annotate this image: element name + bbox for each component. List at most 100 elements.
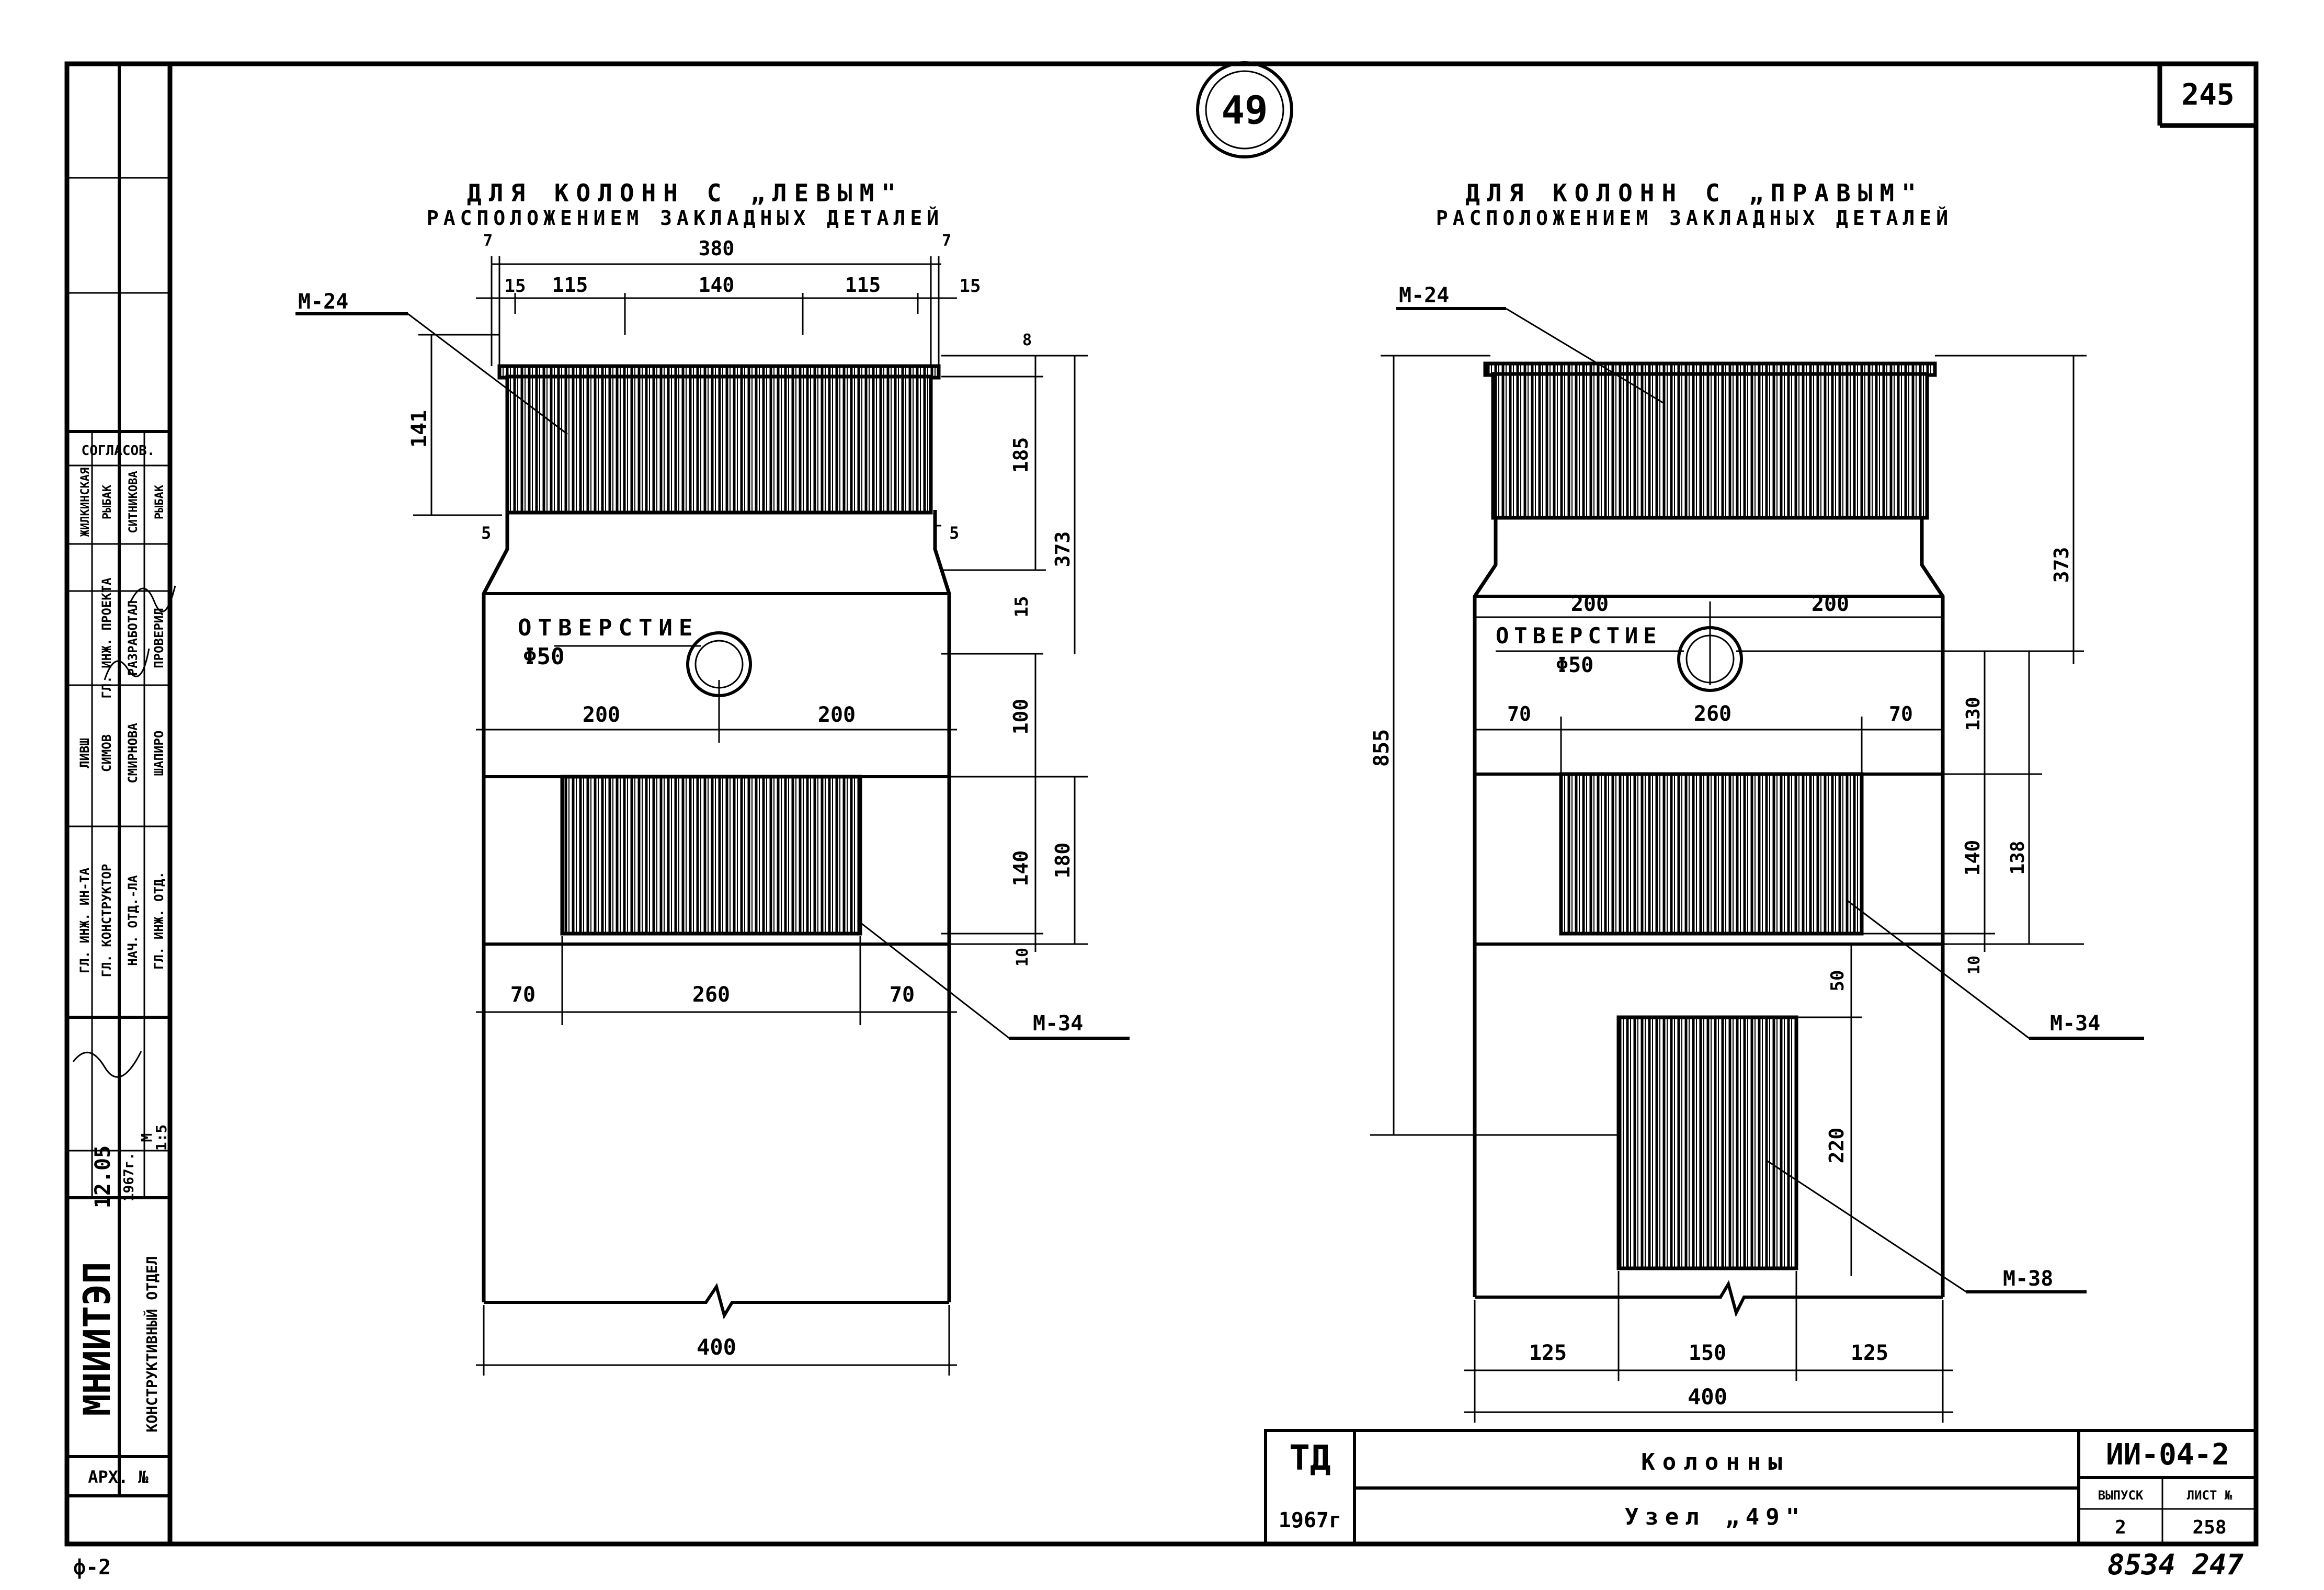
left-dim-7b: 7 xyxy=(942,232,951,250)
left-dim-5b: 5 xyxy=(949,523,959,543)
stamp-name-1: ЛИВШ xyxy=(77,738,92,768)
stamp-name-3: СМИРНОВА xyxy=(126,723,140,783)
left-dim-115a: 115 xyxy=(552,274,588,297)
stamp-name-2: СИМОВ xyxy=(99,734,114,772)
page-number-box: 245 xyxy=(2157,64,2256,128)
right-label-m34: М-34 xyxy=(2050,1012,2100,1036)
stamp-agree-2: РЫБАК xyxy=(101,484,114,519)
stamp-role-3: НАЧ. ОТД.-ЛА xyxy=(126,875,140,966)
left-dim-141: 141 xyxy=(407,410,431,448)
stamp-role-2: ГЛ. КОНСТРУКТОР xyxy=(99,864,114,978)
stamp-role-4: ГЛ. ИНЖ. ОТД. xyxy=(152,871,166,970)
left-hole-dia: Φ50 xyxy=(523,643,564,670)
left-dim-260: 260 xyxy=(692,983,730,1007)
left-top-plate xyxy=(505,374,933,515)
left-title-line2: РАСПОЛОЖЕНИЕМ ЗАКЛАДНЫХ ДЕТАЛЕЙ xyxy=(427,207,943,230)
left-dim-5a: 5 xyxy=(481,523,491,543)
stamp-dept: КОНСТРУКТИВНЫЙ ОТДЕЛ xyxy=(143,1256,161,1432)
right-title-line2: РАСПОЛОЖЕНИЕМ ЗАКЛАДНЫХ ДЕТАЛЕЙ xyxy=(1436,207,1953,230)
stamp-date: 12.05 xyxy=(91,1145,115,1208)
left-view: ДЛЯ КОЛОНН С „ЛЕВЫМ" РАСПОЛОЖЕНИЕМ ЗАКЛА… xyxy=(295,179,1130,1376)
title-name: Колонны xyxy=(1641,1449,1789,1475)
left-dim-185: 185 xyxy=(1009,437,1032,473)
right-dim-125a: 125 xyxy=(1529,1341,1567,1365)
title-sheet-label: ЛИСТ № xyxy=(2187,1488,2232,1503)
right-dim-50: 50 xyxy=(1827,970,1848,992)
left-dim-7a: 7 xyxy=(483,232,493,250)
page-number: 245 xyxy=(2181,78,2234,112)
title-issue-label: ВЫПУСК xyxy=(2098,1488,2144,1503)
left-dim-140: 140 xyxy=(699,274,735,297)
stamp-arch-no: АРХ. № xyxy=(88,1467,149,1487)
node-number-circle: 49 xyxy=(1196,61,1293,158)
right-dim-220: 220 xyxy=(1825,1128,1848,1164)
bottom-left-code: ф-2 xyxy=(73,1555,111,1580)
bottom-right-code: 8534 247 xyxy=(2107,1548,2244,1581)
right-dim-260: 260 xyxy=(1694,702,1731,726)
stamp-scale: 1:5 xyxy=(153,1125,170,1151)
left-dim-115b: 115 xyxy=(845,274,881,297)
left-dim-70a: 70 xyxy=(510,983,536,1007)
title-code: ИИ-04-2 xyxy=(2106,1438,2229,1472)
sheet-frame xyxy=(64,61,2259,1547)
stamp-org: МНИИТЭП xyxy=(76,1262,119,1416)
left-label-m24: М-24 xyxy=(298,290,348,314)
title-node: Узел „49" xyxy=(1625,1504,1806,1530)
right-view: ДЛЯ КОЛОНН С „ПРАВЫМ" РАСПОЛОЖЕНИЕМ ЗАКЛ… xyxy=(1370,179,2144,1423)
stamp-agree-1: ЖИЛКИНСКАЯ xyxy=(79,468,92,537)
left-dim-8: 8 xyxy=(1022,331,1032,349)
stamp-role-6: РАЗРАБОТАЛ xyxy=(126,600,140,676)
left-dim-15: 15 xyxy=(1011,596,1032,618)
side-stamp: МНИИТЭП КОНСТРУКТИВНЫЙ ОТДЕЛ 12.05 1967г… xyxy=(67,64,176,1497)
stamp-agree-3: СИТНИКОВА xyxy=(127,471,140,533)
left-column-outline xyxy=(482,510,951,1302)
left-dim-140v: 140 xyxy=(1009,850,1032,887)
stamp-role-1: ГЛ. ИНЖ. ИН-ТА xyxy=(77,867,92,973)
right-dim-150: 150 xyxy=(1689,1341,1726,1365)
right-label-m38: М-38 xyxy=(2003,1267,2053,1291)
right-label-m24: М-24 xyxy=(1399,283,1449,308)
node-number: 49 xyxy=(1221,88,1268,133)
left-label-m34: М-34 xyxy=(1033,1012,1083,1036)
stamp-signature xyxy=(72,1051,142,1078)
stamp-m: М xyxy=(138,1133,155,1142)
stamp-name-4: ШАПИРО xyxy=(152,731,166,776)
left-hole-label: ОТВЕРСТИЕ xyxy=(518,615,699,641)
right-dim-125b: 125 xyxy=(1851,1341,1888,1365)
right-dim-130: 130 xyxy=(1963,697,1984,731)
right-column-outline xyxy=(1473,518,1945,1297)
left-dim-200b: 200 xyxy=(818,703,856,727)
stamp-name-6: ПРОВЕРИЛ xyxy=(152,608,166,668)
left-title-line1: ДЛЯ КОЛОНН С „ЛЕВЫМ" xyxy=(467,179,903,207)
right-dim-373: 373 xyxy=(2050,547,2073,583)
title-td: ТД xyxy=(1289,1438,1330,1478)
right-mid-plate xyxy=(1559,772,1864,936)
left-dim-200a: 200 xyxy=(583,703,620,727)
right-dim-70b: 70 xyxy=(1889,702,1913,725)
left-dim-400: 400 xyxy=(697,1334,736,1360)
left-mid-plate xyxy=(560,775,862,936)
stamp-agreed: СОГЛАСОВ. xyxy=(82,443,155,459)
right-top-plate xyxy=(1491,372,1929,520)
right-dim-138: 138 xyxy=(2007,841,2029,874)
stamp-year: 1967г. xyxy=(121,1152,137,1201)
left-dim-10: 10 xyxy=(1013,948,1032,967)
right-dim-400: 400 xyxy=(1688,1384,1727,1410)
stamp-agree-4: РЫБАК xyxy=(153,484,166,519)
right-dim-70a: 70 xyxy=(1507,702,1531,725)
left-dim-373: 373 xyxy=(1051,531,1074,567)
right-break-line xyxy=(1475,1280,1943,1318)
left-dim-15a: 15 xyxy=(505,276,526,297)
right-dim-855: 855 xyxy=(1370,729,1394,767)
title-block: ТД 1967г Колонны Узел „49" ИИ-04-2 ВЫПУС… xyxy=(1264,1429,2258,1546)
left-dim-380: 380 xyxy=(699,237,735,260)
right-dim-200b: 200 xyxy=(1812,592,1849,616)
left-dim-180: 180 xyxy=(1051,843,1074,879)
right-dim-10: 10 xyxy=(1965,956,1984,974)
title-issue: 2 xyxy=(2115,1517,2126,1538)
stamp-role-5: ГЛ. ИНЖ. ПРОЕКТА xyxy=(99,577,114,699)
left-dim-70b: 70 xyxy=(890,983,915,1007)
right-dim-140: 140 xyxy=(1961,840,1984,876)
title-sheet: 258 xyxy=(2192,1517,2226,1538)
